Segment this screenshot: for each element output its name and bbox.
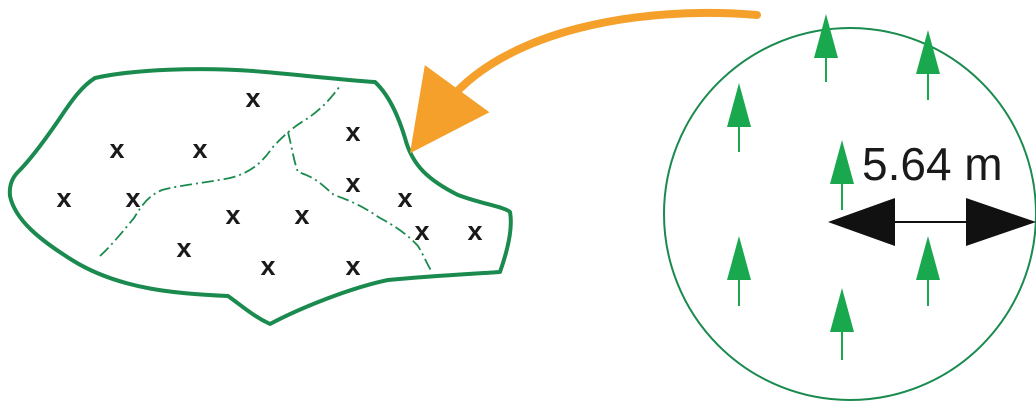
selection-arrow (409, 8, 761, 154)
sample-plot: 5.64 m (663, 14, 1036, 401)
radius-label: 5.64 m (862, 138, 1003, 190)
tree-marker: x (56, 183, 71, 213)
radius-arrowhead-right (966, 198, 1036, 246)
tree-marker: x (192, 134, 207, 164)
divider-line (287, 131, 433, 273)
radius-arrowhead-left (828, 198, 895, 246)
tree-marker: x (345, 251, 360, 281)
tree-marker: x (294, 200, 309, 230)
plot-trees (727, 14, 940, 360)
tree-arrow-icon (830, 140, 854, 210)
tree-arrow-icon (916, 30, 940, 100)
tree-arrow-icon (727, 236, 751, 306)
tree-marker: x (467, 216, 482, 246)
tree-marker: x (109, 134, 124, 164)
tree-arrow-icon (916, 236, 940, 306)
divider-line (99, 85, 341, 257)
tree-marker: x (345, 168, 360, 198)
tree-marker: x (397, 183, 412, 213)
tree-marker: x (245, 83, 260, 113)
radius-dimension (828, 198, 1036, 246)
tree-marker: x (414, 216, 429, 246)
tree-arrow-icon (727, 83, 751, 152)
tree-marker: x (125, 183, 140, 213)
stand-boundary (7, 67, 513, 326)
tree-marker: x (225, 200, 240, 230)
stand-internal-dividers (99, 85, 433, 273)
tree-marker: x (345, 117, 360, 147)
tree-arrow-icon (830, 288, 854, 360)
plot-boundary (663, 27, 1036, 401)
tree-arrow-icon (814, 14, 838, 82)
tree-marker: x (260, 251, 275, 281)
tree-marker: x (176, 233, 191, 263)
